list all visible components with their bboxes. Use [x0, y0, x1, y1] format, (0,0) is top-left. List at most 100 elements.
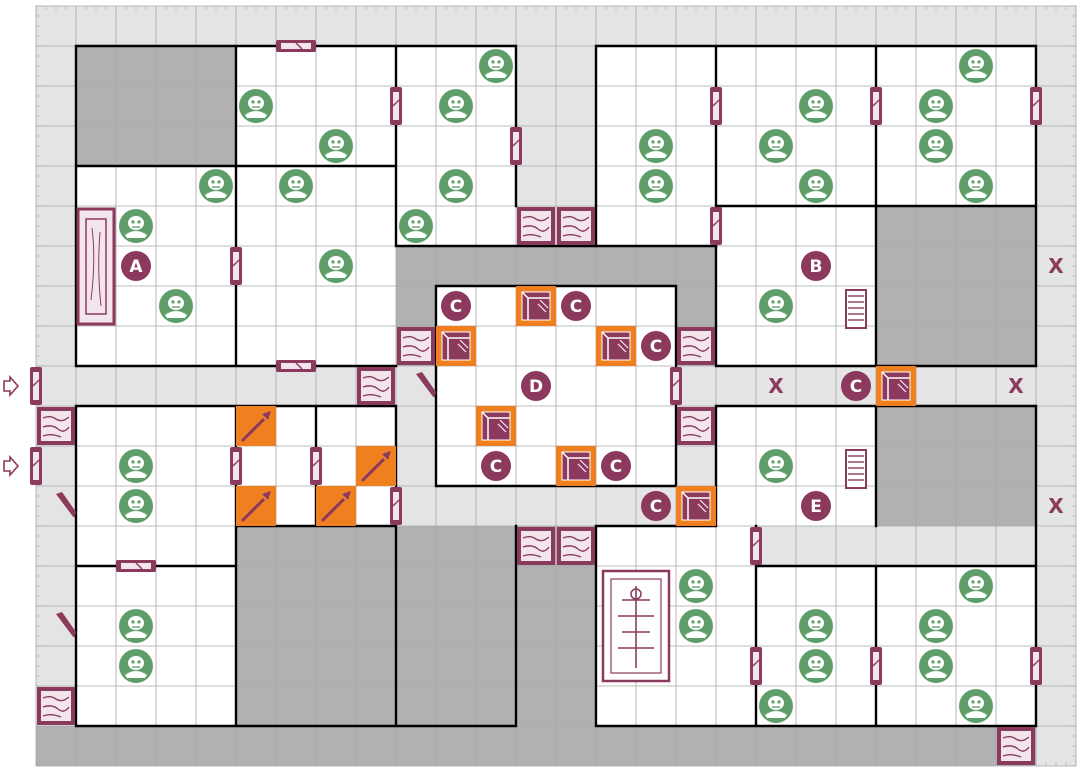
monster-token-icon[interactable]: [759, 449, 793, 483]
monster-token-icon[interactable]: [159, 289, 193, 323]
monster-token-icon[interactable]: [679, 569, 713, 603]
rubble-block-icon: [677, 327, 715, 365]
room-marker-e: E: [801, 491, 831, 521]
door-icon[interactable]: [750, 647, 762, 685]
monster-token-icon[interactable]: [399, 209, 433, 243]
monster-token-icon[interactable]: [439, 89, 473, 123]
monster-token-icon[interactable]: [919, 89, 953, 123]
monster-token-icon[interactable]: [479, 49, 513, 83]
monster-token-icon[interactable]: [119, 449, 153, 483]
door-icon[interactable]: [30, 367, 42, 405]
door-icon[interactable]: [510, 127, 522, 165]
monster-token-icon[interactable]: [119, 489, 153, 523]
pit-trap-icon[interactable]: [516, 286, 556, 326]
monster-token-icon[interactable]: [759, 129, 793, 163]
room-marker-c: C: [441, 291, 471, 321]
monster-token-icon[interactable]: [799, 609, 833, 643]
monster-token-icon[interactable]: [919, 129, 953, 163]
monster-token-icon[interactable]: [119, 609, 153, 643]
monster-token-icon[interactable]: [279, 169, 313, 203]
monster-token-icon[interactable]: [759, 689, 793, 723]
monster-token-icon[interactable]: [919, 609, 953, 643]
x-marker: X: [768, 374, 784, 398]
monster-token-icon[interactable]: [199, 169, 233, 203]
door-icon[interactable]: [276, 40, 316, 52]
falling-block-icon: [56, 612, 76, 638]
room-marker-a: A: [121, 251, 151, 281]
monster-token-icon[interactable]: [319, 129, 353, 163]
weapon-rack-icon: [845, 289, 867, 329]
monster-token-icon[interactable]: [439, 169, 473, 203]
rubble-block-icon: [557, 207, 595, 245]
tomb-icon: [601, 569, 671, 683]
stairs-arrow-icon[interactable]: [3, 454, 20, 478]
door-icon[interactable]: [310, 447, 322, 485]
stairs-arrow-icon[interactable]: [3, 374, 20, 398]
monster-token-icon[interactable]: [639, 169, 673, 203]
door-icon[interactable]: [710, 207, 722, 245]
pit-trap-icon[interactable]: [556, 446, 596, 486]
room-marker-label: E: [810, 497, 822, 517]
monster-token-icon[interactable]: [239, 89, 273, 123]
falling-block-icon: [56, 492, 76, 518]
room-marker-label: C: [850, 377, 862, 397]
room-marker-b: B: [801, 251, 831, 281]
door-icon[interactable]: [230, 447, 242, 485]
door-icon[interactable]: [116, 560, 156, 572]
spear-trap-icon[interactable]: [316, 486, 356, 526]
monster-token-icon[interactable]: [959, 569, 993, 603]
room-marker-c: C: [601, 451, 631, 481]
door-icon[interactable]: [1030, 647, 1042, 685]
room-marker-d: D: [521, 371, 551, 401]
monster-token-icon[interactable]: [679, 609, 713, 643]
monster-token-icon[interactable]: [799, 169, 833, 203]
room-marker-label: C: [490, 457, 502, 477]
door-icon[interactable]: [750, 527, 762, 565]
door-icon[interactable]: [870, 647, 882, 685]
rubble-block-icon: [517, 207, 555, 245]
room-marker-label: C: [450, 297, 462, 317]
door-icon[interactable]: [390, 87, 402, 125]
spear-trap-icon[interactable]: [356, 446, 396, 486]
spear-trap-icon[interactable]: [236, 486, 276, 526]
door-icon[interactable]: [30, 447, 42, 485]
door-icon[interactable]: [390, 487, 402, 525]
room-marker-label: D: [529, 377, 543, 397]
door-icon[interactable]: [230, 247, 242, 285]
x-marker: X: [1048, 254, 1064, 278]
room-marker-label: C: [650, 497, 662, 517]
monster-token-icon[interactable]: [959, 689, 993, 723]
monster-token-icon[interactable]: [119, 649, 153, 683]
rubble-block-icon: [997, 727, 1035, 765]
rubble-block-icon: [37, 407, 75, 445]
monster-token-icon[interactable]: [919, 649, 953, 683]
solid-rock-2: [436, 246, 716, 286]
pit-trap-icon[interactable]: [476, 406, 516, 446]
monster-token-icon[interactable]: [799, 649, 833, 683]
room-marker-c: C: [841, 371, 871, 401]
monster-token-icon[interactable]: [759, 289, 793, 323]
pit-trap-icon[interactable]: [436, 326, 476, 366]
room-marker-c: C: [641, 331, 671, 361]
room-marker-label: A: [129, 257, 143, 277]
monster-token-icon[interactable]: [959, 49, 993, 83]
pit-trap-icon[interactable]: [876, 366, 916, 406]
x-marker: X: [1048, 494, 1064, 518]
weapon-rack-icon: [845, 449, 867, 489]
monster-token-icon[interactable]: [799, 89, 833, 123]
door-icon[interactable]: [710, 87, 722, 125]
pit-trap-icon[interactable]: [596, 326, 636, 366]
door-icon[interactable]: [670, 367, 682, 405]
door-icon[interactable]: [870, 87, 882, 125]
monster-token-icon[interactable]: [119, 209, 153, 243]
monster-token-icon[interactable]: [959, 169, 993, 203]
door-icon[interactable]: [276, 360, 316, 372]
monster-token-icon[interactable]: [319, 249, 353, 283]
monster-token-icon[interactable]: [639, 129, 673, 163]
pit-trap-icon[interactable]: [676, 486, 716, 526]
spear-trap-icon[interactable]: [236, 406, 276, 446]
room-marker-label: C: [610, 457, 622, 477]
door-icon[interactable]: [1030, 87, 1042, 125]
falling-block-icon: [416, 372, 436, 398]
